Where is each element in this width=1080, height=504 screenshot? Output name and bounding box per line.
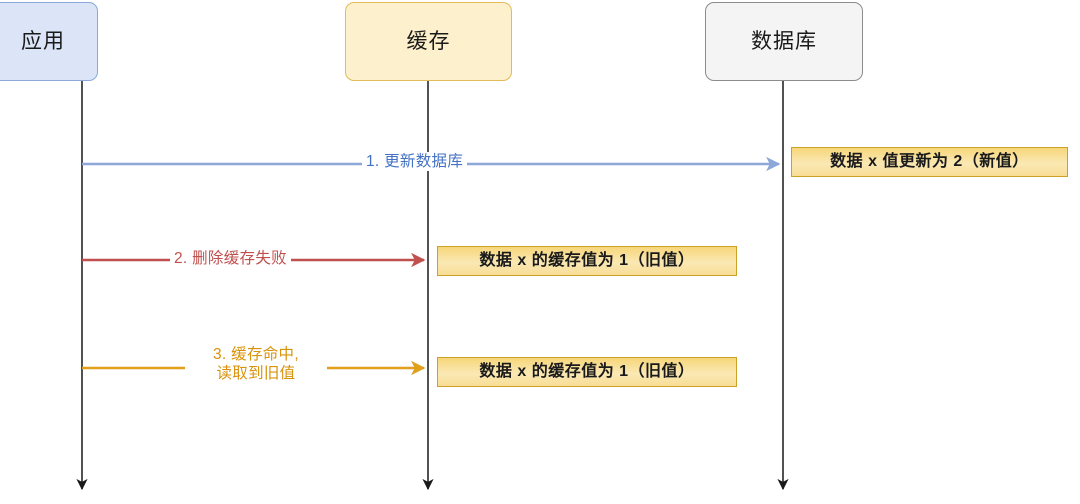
participant-database-label: 数据库: [751, 30, 817, 53]
participant-app-label: 应用: [21, 30, 65, 53]
note-database-new-value-text: 数据 x 值更新为 2（新值）: [830, 153, 1029, 170]
participant-app[interactable]: 应用: [0, 2, 98, 81]
participant-cache[interactable]: 缓存: [345, 2, 512, 81]
message-label-3: 3. 缓存命中, 读取到旧值: [213, 346, 299, 382]
note-cache-old-value-1[interactable]: 数据 x 的缓存值为 1（旧值）: [437, 246, 737, 276]
participant-cache-label: 缓存: [406, 30, 451, 53]
message-label-3-backdrop: [185, 344, 327, 394]
lifeline-group: [76, 81, 789, 491]
participant-database[interactable]: 数据库: [705, 2, 863, 81]
message-label-1: 1. 更新数据库: [362, 152, 468, 171]
note-cache-old-value-1-text: 数据 x 的缓存值为 1（旧值）: [479, 252, 695, 269]
note-cache-old-value-2-text: 数据 x 的缓存值为 1（旧值）: [479, 363, 695, 380]
message-label-2: 2. 删除缓存失败: [170, 249, 291, 268]
note-database-new-value[interactable]: 数据 x 值更新为 2（新值）: [791, 147, 1068, 177]
note-cache-old-value-2[interactable]: 数据 x 的缓存值为 1（旧值）: [437, 357, 737, 387]
